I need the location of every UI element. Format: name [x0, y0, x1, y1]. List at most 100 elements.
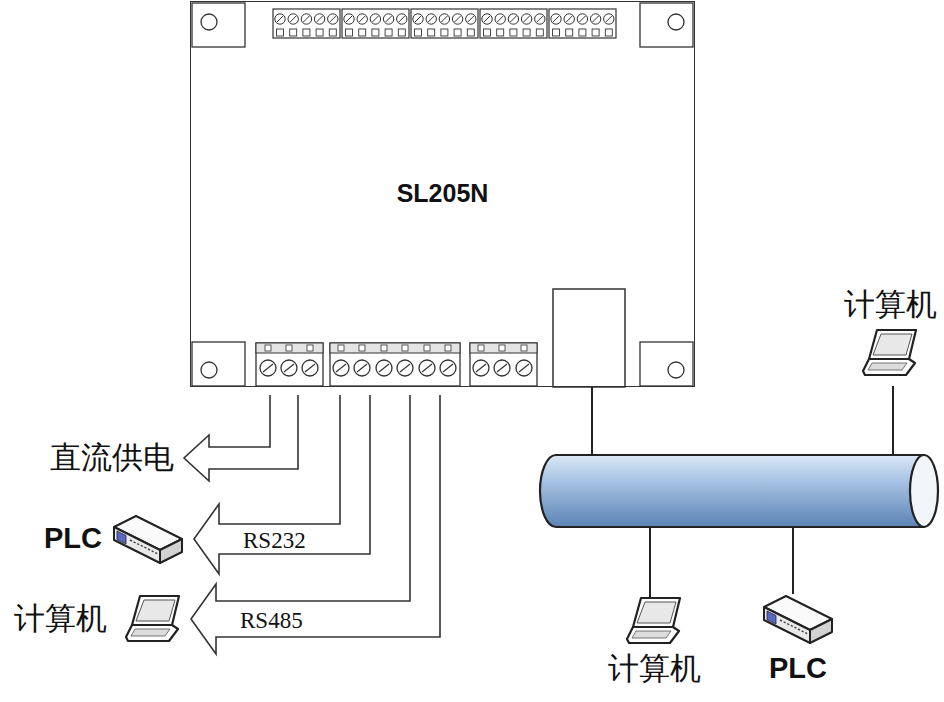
plc-front: [764, 607, 810, 643]
terminal-opening: [478, 345, 484, 351]
terminal-strip: [256, 343, 323, 353]
screw-slot: [284, 364, 294, 372]
screw-slot: [441, 16, 447, 22]
laptop-base: [126, 625, 178, 641]
screw-slot: [263, 364, 273, 372]
terminal-screw: [413, 14, 423, 24]
terminal-opening: [307, 345, 313, 351]
plc-port: [780, 620, 782, 621]
terminal-screw: [466, 14, 476, 24]
plc-side: [810, 619, 832, 643]
laptop-keyboard: [632, 631, 671, 638]
terminal-opening: [424, 345, 430, 351]
mounting-tab: [640, 342, 693, 386]
device-label: 计算机: [844, 288, 937, 322]
terminal-opening: [346, 29, 353, 36]
screw-slot: [336, 364, 346, 372]
terminal-opening: [398, 29, 405, 36]
mounting-hole: [668, 14, 684, 30]
bus-end: [910, 455, 938, 527]
terminal-opening: [359, 345, 365, 351]
terminal-opening: [277, 29, 284, 36]
terminal-screw: [397, 14, 407, 24]
mounting-hole: [201, 14, 217, 30]
network-wire: [792, 526, 794, 594]
plc-port: [794, 627, 796, 628]
terminal-block: [549, 9, 616, 38]
terminal-screw: [508, 14, 518, 24]
terminal-strip: [470, 343, 537, 353]
terminal-screw: [535, 14, 545, 24]
screw-slot: [497, 16, 503, 22]
device-label: PLC: [44, 523, 102, 555]
screw-slot: [443, 364, 453, 372]
terminal-screw: [577, 14, 587, 24]
terminal-screw: [516, 360, 532, 376]
terminal-opening: [441, 29, 448, 36]
mounting-hole: [668, 362, 684, 378]
controller-board: SL205N: [190, 1, 695, 387]
laptop-screen: [869, 330, 916, 359]
plc-icon: [112, 513, 184, 565]
computer-device: 计算机: [608, 596, 701, 686]
signal-label: RS232: [243, 529, 306, 552]
terminal-screw: [281, 360, 297, 376]
terminal-screw: [301, 14, 311, 24]
screw-slot: [357, 364, 367, 372]
terminal-strip: [330, 343, 460, 353]
terminal-opening: [385, 29, 392, 36]
mounting-tab: [640, 3, 693, 47]
screw-slot: [484, 16, 490, 22]
screw-slot: [290, 16, 296, 22]
terminal-opening: [415, 29, 422, 36]
terminal-screw: [328, 14, 338, 24]
terminal-screw: [494, 360, 510, 376]
terminal-screw: [354, 360, 370, 376]
computer-device: 计算机: [844, 288, 937, 378]
screw-slot: [566, 16, 572, 22]
screw-slot: [476, 364, 486, 372]
screw-slot: [372, 16, 378, 22]
terminal-screw: [440, 360, 456, 376]
plc-device: PLC: [762, 593, 834, 685]
terminal-screw: [473, 360, 489, 376]
terminal-block: [256, 343, 323, 386]
plc-icon: [762, 593, 834, 645]
terminal-opening: [467, 29, 474, 36]
terminal-opening: [553, 29, 560, 36]
laptop-screen: [132, 596, 179, 625]
laptop-base: [627, 627, 679, 643]
screw-slot: [553, 16, 559, 22]
laptop-keyboard: [131, 629, 170, 636]
laptop-display: [873, 334, 912, 355]
laptop-icon: [125, 594, 181, 644]
plc-port: [798, 629, 800, 630]
terminal-screw: [439, 14, 449, 24]
terminal-screw: [426, 14, 436, 24]
terminal-opening: [484, 29, 491, 36]
device-label: 计算机: [608, 652, 701, 686]
plc-port: [130, 540, 132, 541]
screw-slot: [317, 16, 323, 22]
plc-port: [784, 622, 786, 623]
screw-slot: [305, 364, 315, 372]
terminal-opening: [605, 29, 612, 36]
plc-port: [134, 542, 136, 543]
terminal-screw: [333, 360, 349, 376]
terminal-screw: [357, 14, 367, 24]
terminal-screw: [564, 14, 574, 24]
screw-slot: [428, 16, 434, 22]
terminal-opening: [303, 29, 310, 36]
plc-port: [144, 547, 146, 548]
computer-device: 计算机: [14, 594, 181, 644]
terminal-screw: [452, 14, 462, 24]
terminal-screw: [302, 360, 318, 376]
laptop-base: [863, 359, 915, 375]
terminal-opening: [499, 345, 505, 351]
plc-port: [148, 549, 150, 550]
screw-slot: [303, 16, 309, 22]
terminal-screw: [521, 14, 531, 24]
board-label: SL205N: [397, 180, 489, 208]
terminal-screw: [590, 14, 600, 24]
